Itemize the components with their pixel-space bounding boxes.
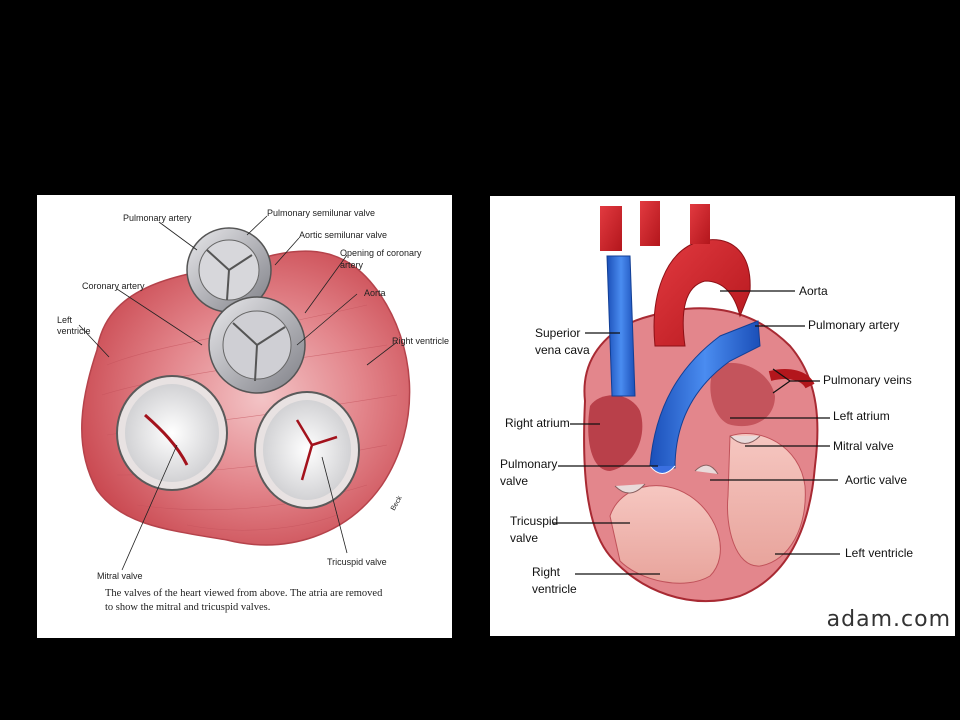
label-superior-vena-cava-line1: Superior bbox=[535, 326, 581, 340]
label-aortic-valve: Aortic valve bbox=[845, 473, 908, 487]
valves-top-view-panel: Pulmonary artery Pulmonary semilunar val… bbox=[37, 195, 452, 638]
label-right-ventricle: Right ventricle bbox=[392, 336, 450, 346]
label-aortic-semilunar-valve: Aortic semilunar valve bbox=[299, 230, 388, 240]
label-left-ventricle: Left ventricle bbox=[845, 546, 914, 560]
label-aorta: Aorta bbox=[799, 284, 828, 298]
caption-line-1: The valves of the heart viewed from abov… bbox=[105, 588, 383, 599]
label-mitral-valve: Mitral valve bbox=[97, 571, 143, 581]
caption-line-2: to show the mitral and tricuspid valves. bbox=[105, 602, 271, 613]
tricuspid-valve-shape bbox=[614, 483, 646, 494]
brand-watermark: adam.com bbox=[826, 607, 951, 632]
aortic-branch-1 bbox=[600, 206, 622, 251]
pulmonary-semilunar-valve-shape bbox=[186, 227, 272, 313]
heart-cross-section-illustration bbox=[553, 201, 840, 603]
right-atrium-chamber bbox=[588, 395, 643, 471]
label-coronary-artery: Coronary artery bbox=[82, 281, 145, 291]
label-tricuspid-valve-line1: Tricuspid bbox=[510, 514, 559, 528]
label-tricuspid-valve: Tricuspid valve bbox=[327, 557, 387, 567]
label-right-ventricle-line2: ventricle bbox=[532, 582, 577, 596]
tricuspid-valve-shape bbox=[254, 391, 360, 509]
heart-cross-section-panel: Aorta Pulmonary artery Superior vena cav… bbox=[490, 196, 955, 636]
mitral-valve-shape bbox=[729, 435, 761, 444]
right-leader-lines bbox=[553, 290, 840, 575]
label-left-ventricle-line1: Left bbox=[57, 315, 73, 325]
left-atrium-chamber bbox=[710, 362, 775, 427]
left-ventricle-chamber bbox=[726, 432, 806, 567]
label-tricuspid-valve-line2: valve bbox=[510, 531, 539, 545]
figure-caption: The valves of the heart viewed from abov… bbox=[105, 587, 425, 615]
label-left-atrium: Left atrium bbox=[833, 409, 890, 423]
label-superior-vena-cava-line2: vena cava bbox=[535, 343, 590, 357]
left-leader-lines bbox=[78, 215, 398, 571]
label-pulmonary-artery: Pulmonary artery bbox=[123, 213, 192, 223]
label-pulmonary-artery: Pulmonary artery bbox=[808, 318, 900, 332]
label-pulmonary-valve-line1: Pulmonary bbox=[500, 457, 558, 471]
label-pulmonary-veins: Pulmonary veins bbox=[823, 373, 912, 387]
aortic-branch-2 bbox=[640, 201, 660, 246]
pulmonary-artery-shape bbox=[649, 320, 761, 469]
aortic-semilunar-valve-shape bbox=[208, 296, 306, 394]
label-right-atrium: Right atrium bbox=[505, 416, 570, 430]
label-left-ventricle-line2: ventricle bbox=[57, 326, 91, 336]
label-pulmonary-semilunar-valve: Pulmonary semilunar valve bbox=[267, 208, 376, 218]
pulmonary-veins-shape bbox=[768, 369, 815, 389]
mitral-valve-shape bbox=[116, 375, 228, 491]
label-opening-coronary-line1: Opening of coronary bbox=[340, 248, 422, 258]
right-ventricle-chamber bbox=[609, 485, 721, 584]
label-mitral-valve: Mitral valve bbox=[833, 439, 894, 453]
superior-vena-cava-shape bbox=[606, 255, 636, 397]
label-opening-coronary-line2: artery bbox=[340, 260, 364, 270]
label-right-ventricle-line1: Right bbox=[532, 565, 561, 579]
aortic-valve-shape bbox=[694, 464, 719, 475]
aortic-branch-3 bbox=[690, 204, 710, 244]
label-aorta: Aorta bbox=[364, 288, 386, 298]
pulmonary-valve-shape bbox=[649, 465, 676, 474]
valves-top-view-illustration bbox=[78, 215, 411, 571]
label-pulmonary-valve-line2: valve bbox=[500, 474, 529, 488]
